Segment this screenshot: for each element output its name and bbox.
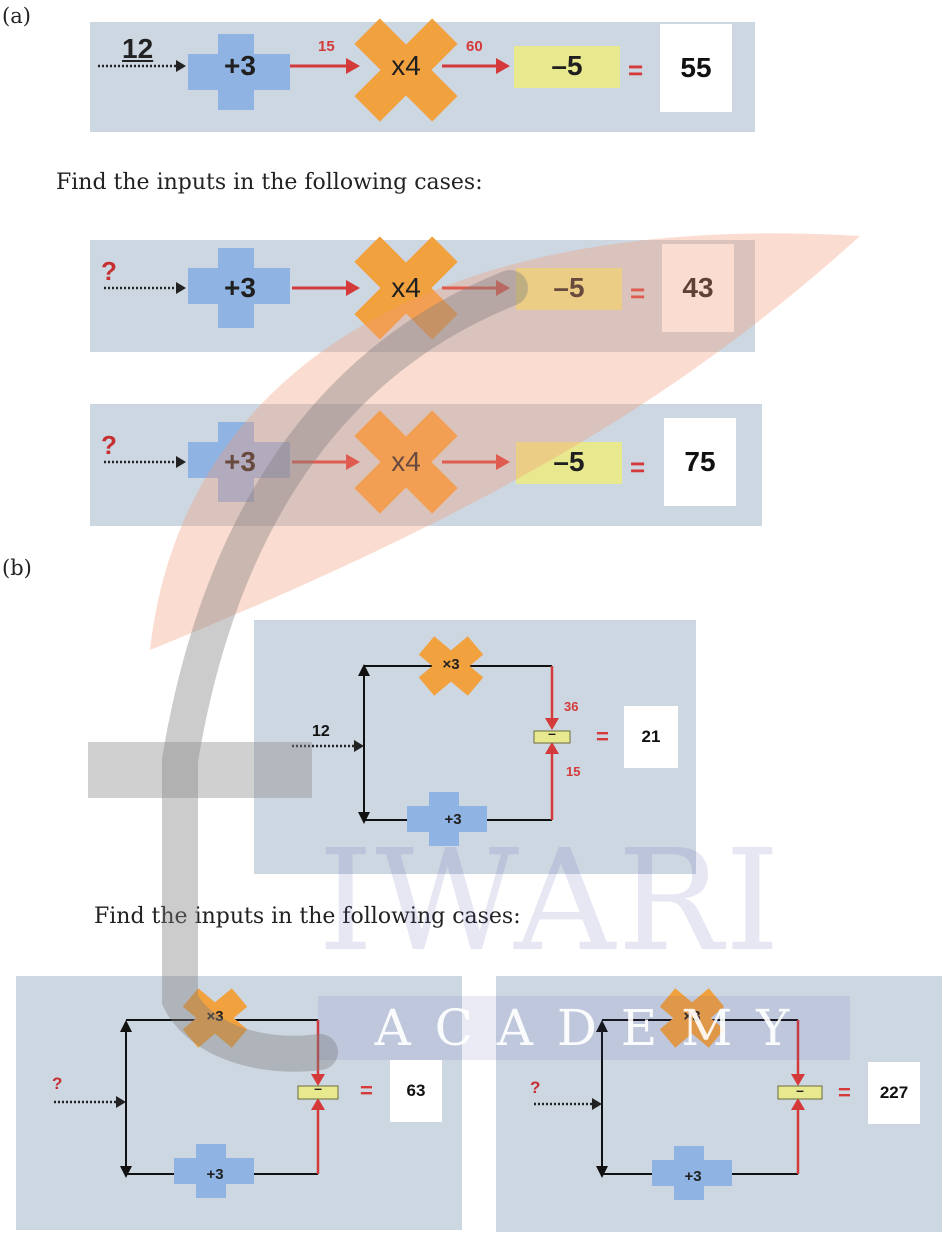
op-plus-3: +3 [224, 50, 256, 81]
instruction-b: Find the inputs in the following cases: [94, 904, 521, 929]
minus-box [514, 46, 620, 88]
input-value: 12 [312, 723, 330, 740]
output-box: 55 [660, 24, 732, 112]
branch-panel-example [254, 620, 696, 874]
equals-sign: = [360, 1078, 373, 1103]
op-minus-5: –5 [553, 446, 585, 477]
chain-graphics [98, 18, 620, 122]
op-plus-3: +3 [224, 446, 256, 477]
plus-shape [174, 1144, 254, 1198]
minus-box [297, 1085, 339, 1100]
cross-shape [354, 410, 458, 514]
op-times-3: ×3 [683, 1008, 701, 1025]
chain-panel-example [90, 18, 755, 132]
op-minus-5: –5 [553, 272, 585, 303]
cross-shape [354, 236, 458, 340]
equals-sign: = [630, 278, 646, 308]
op-plus-3: +3 [444, 811, 462, 828]
branch-graphics [292, 636, 571, 846]
branch-panel-case-2 [496, 976, 942, 1232]
output-box: 227 [868, 1062, 920, 1124]
bottom-value: 15 [566, 764, 581, 779]
equals-sign: = [838, 1080, 851, 1105]
minus-box [516, 268, 622, 310]
question-mark: ? [101, 430, 117, 460]
minus-box [533, 730, 571, 744]
chain-graphics [104, 410, 622, 514]
minus-sign: – [548, 725, 556, 741]
top-value: 36 [564, 699, 579, 714]
plus-shape [188, 34, 290, 110]
equals-sign: = [628, 55, 644, 85]
op-plus-3: +3 [206, 1166, 224, 1183]
question-mark: ? [530, 1078, 541, 1097]
plus-shape [652, 1146, 732, 1200]
branch-graphics [534, 988, 823, 1200]
output-box: 43 [662, 244, 734, 332]
minus-box [777, 1085, 823, 1100]
branch-graphics [54, 988, 339, 1198]
input-value: 12 [122, 33, 154, 64]
cross-shape [659, 988, 725, 1048]
equals-sign: = [596, 724, 609, 749]
plus-shape [188, 248, 290, 328]
question-mark: ? [52, 1074, 63, 1093]
op-times-3: ×3 [206, 1008, 224, 1025]
output-box: 63 [390, 1060, 442, 1122]
op-times-4: x4 [391, 50, 421, 81]
cross-shape [354, 18, 458, 122]
op-times-4: x4 [391, 446, 421, 477]
part-a-label: (a) [2, 4, 31, 28]
op-minus-5: –5 [551, 50, 583, 81]
equals-sign: = [630, 452, 646, 482]
op-times-3: ×3 [442, 656, 460, 673]
cross-shape [418, 636, 484, 696]
minus-sign: – [796, 1082, 804, 1098]
minus-box [516, 442, 622, 484]
part-b-label: (b) [2, 556, 32, 580]
branch-panel-case-1 [16, 976, 462, 1230]
plus-shape [407, 792, 487, 846]
op-times-4: x4 [391, 272, 421, 303]
output-box: 21 [624, 706, 678, 768]
instruction-a: Find the inputs in the following cases: [56, 170, 483, 195]
chain-panel-case-2 [90, 404, 762, 526]
cross-shape [182, 988, 248, 1048]
mid-value-2: 60 [466, 38, 483, 55]
mid-value-1: 15 [318, 38, 335, 55]
plus-shape [188, 422, 290, 502]
op-plus-3: +3 [224, 272, 256, 303]
minus-sign: – [314, 1080, 322, 1096]
chain-graphics [104, 236, 622, 340]
op-plus-3: +3 [684, 1168, 702, 1185]
chain-panel-case-1 [90, 236, 755, 352]
question-mark: ? [101, 256, 117, 286]
output-box: 75 [664, 418, 736, 506]
